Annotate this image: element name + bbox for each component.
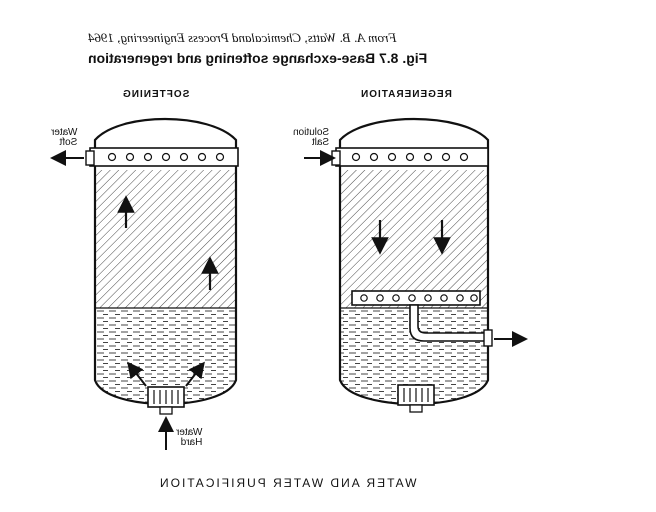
top-distributor bbox=[89, 147, 239, 167]
flow-arrow-diagonal bbox=[127, 361, 147, 387]
regeneration-vessel bbox=[304, 117, 528, 413]
middle-collector bbox=[351, 290, 481, 306]
top-distributor bbox=[335, 147, 489, 167]
softening-vessel bbox=[50, 118, 239, 450]
flow-arrow-diagonal bbox=[185, 361, 205, 387]
